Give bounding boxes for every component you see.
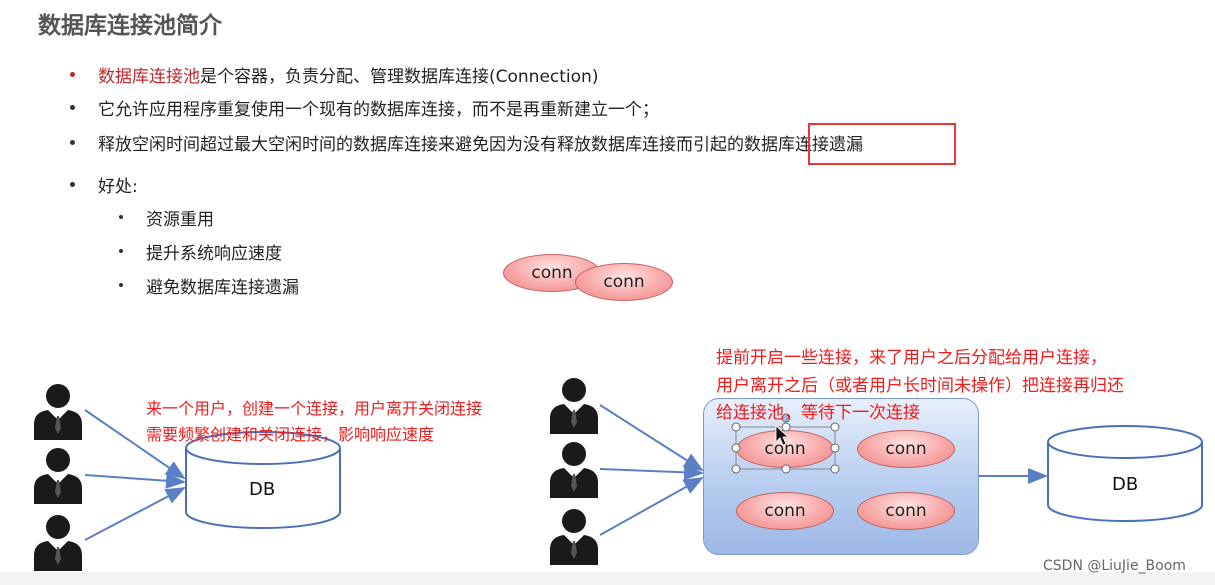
left-annotation-line-1: 来一个用户，创建一个连接，用户离开关闭连接	[146, 399, 483, 418]
bullet-4-text: 好处:	[98, 177, 138, 197]
sub-bullet-1: 资源重用	[146, 210, 214, 230]
bullet-1-text: 是个容器，负责分配、管理数据库连接(Connection)	[200, 67, 599, 87]
bullet-3-boxed-text: 数据库连接遗漏	[744, 135, 863, 155]
bullet-1-highlight: 数据库连接池	[98, 67, 200, 87]
conn-ellipse: conn	[575, 263, 673, 301]
conn-ellipse: conn	[736, 430, 834, 468]
arrow-line	[84, 472, 186, 489]
bullet-4: 好处:	[98, 172, 138, 197]
arrow-line	[599, 404, 704, 472]
bullet-2-text: 它允许应用程序重复使用一个现有的数据库连接，而不是再重新建立一个；	[98, 100, 659, 120]
conn-ellipse: conn	[857, 492, 955, 530]
sub-bullet-2: 提升系统响应速度	[146, 244, 282, 264]
user-icon	[34, 515, 82, 571]
bullet-dot	[70, 72, 75, 77]
bullet-dot	[70, 182, 75, 187]
sub-bullet-dot	[119, 249, 123, 253]
highlight-box	[808, 123, 956, 165]
bullet-2: 它允许应用程序重复使用一个现有的数据库连接，而不是再重新建立一个；	[98, 95, 659, 120]
bullet-dot	[70, 140, 75, 145]
sub-bullet-3: 避免数据库连接遗漏	[146, 278, 299, 298]
user-icon	[550, 442, 598, 498]
slide-title: 数据库连接池简介	[38, 13, 222, 39]
bullet-3-text: 释放空闲时间超过最大空闲时间的数据库连接来避免因为没有释放数据库连接而引起的	[98, 135, 744, 155]
user-icon	[34, 448, 82, 504]
right-annotation-line-2: 用户离开之后（或者用户长时间未操作）把连接再归还	[716, 376, 1124, 396]
watermark: CSDN @LiuJie_Boom	[1043, 558, 1186, 574]
conn-ellipse: conn	[736, 492, 834, 530]
db-label: DB	[249, 479, 276, 500]
left-annotation-line-2: 需要频繁创建和关闭连接，影响响应速度	[146, 425, 435, 444]
db-label: DB	[1112, 474, 1139, 495]
footer-bar	[0, 572, 1215, 585]
bullet-3: 释放空闲时间超过最大空闲时间的数据库连接来避免因为没有释放数据库连接而引起的数据…	[98, 130, 863, 155]
sub-bullet-dot	[119, 283, 123, 287]
sub-bullet-dot	[119, 215, 123, 219]
user-icon	[550, 509, 598, 565]
user-icon	[34, 384, 82, 440]
conn-ellipse: conn	[857, 430, 955, 468]
right-annotation-line-3: 给连接池，等待下一次连接	[716, 403, 920, 423]
arrow-line	[84, 409, 186, 480]
arrow-line	[599, 464, 704, 481]
right-annotation-line-1: 提前开启一些连接，来了用户之后分配给用户连接，	[716, 348, 1107, 368]
bullet-1: 数据库连接池是个容器，负责分配、管理数据库连接(Connection)	[98, 62, 598, 87]
connection-pool	[703, 398, 979, 555]
bullet-dot	[70, 105, 75, 110]
arrow-line	[599, 477, 704, 536]
arrow-line	[84, 487, 186, 541]
user-icon	[550, 378, 598, 434]
db-cylinder	[185, 431, 341, 529]
db-cylinder	[1047, 425, 1203, 522]
